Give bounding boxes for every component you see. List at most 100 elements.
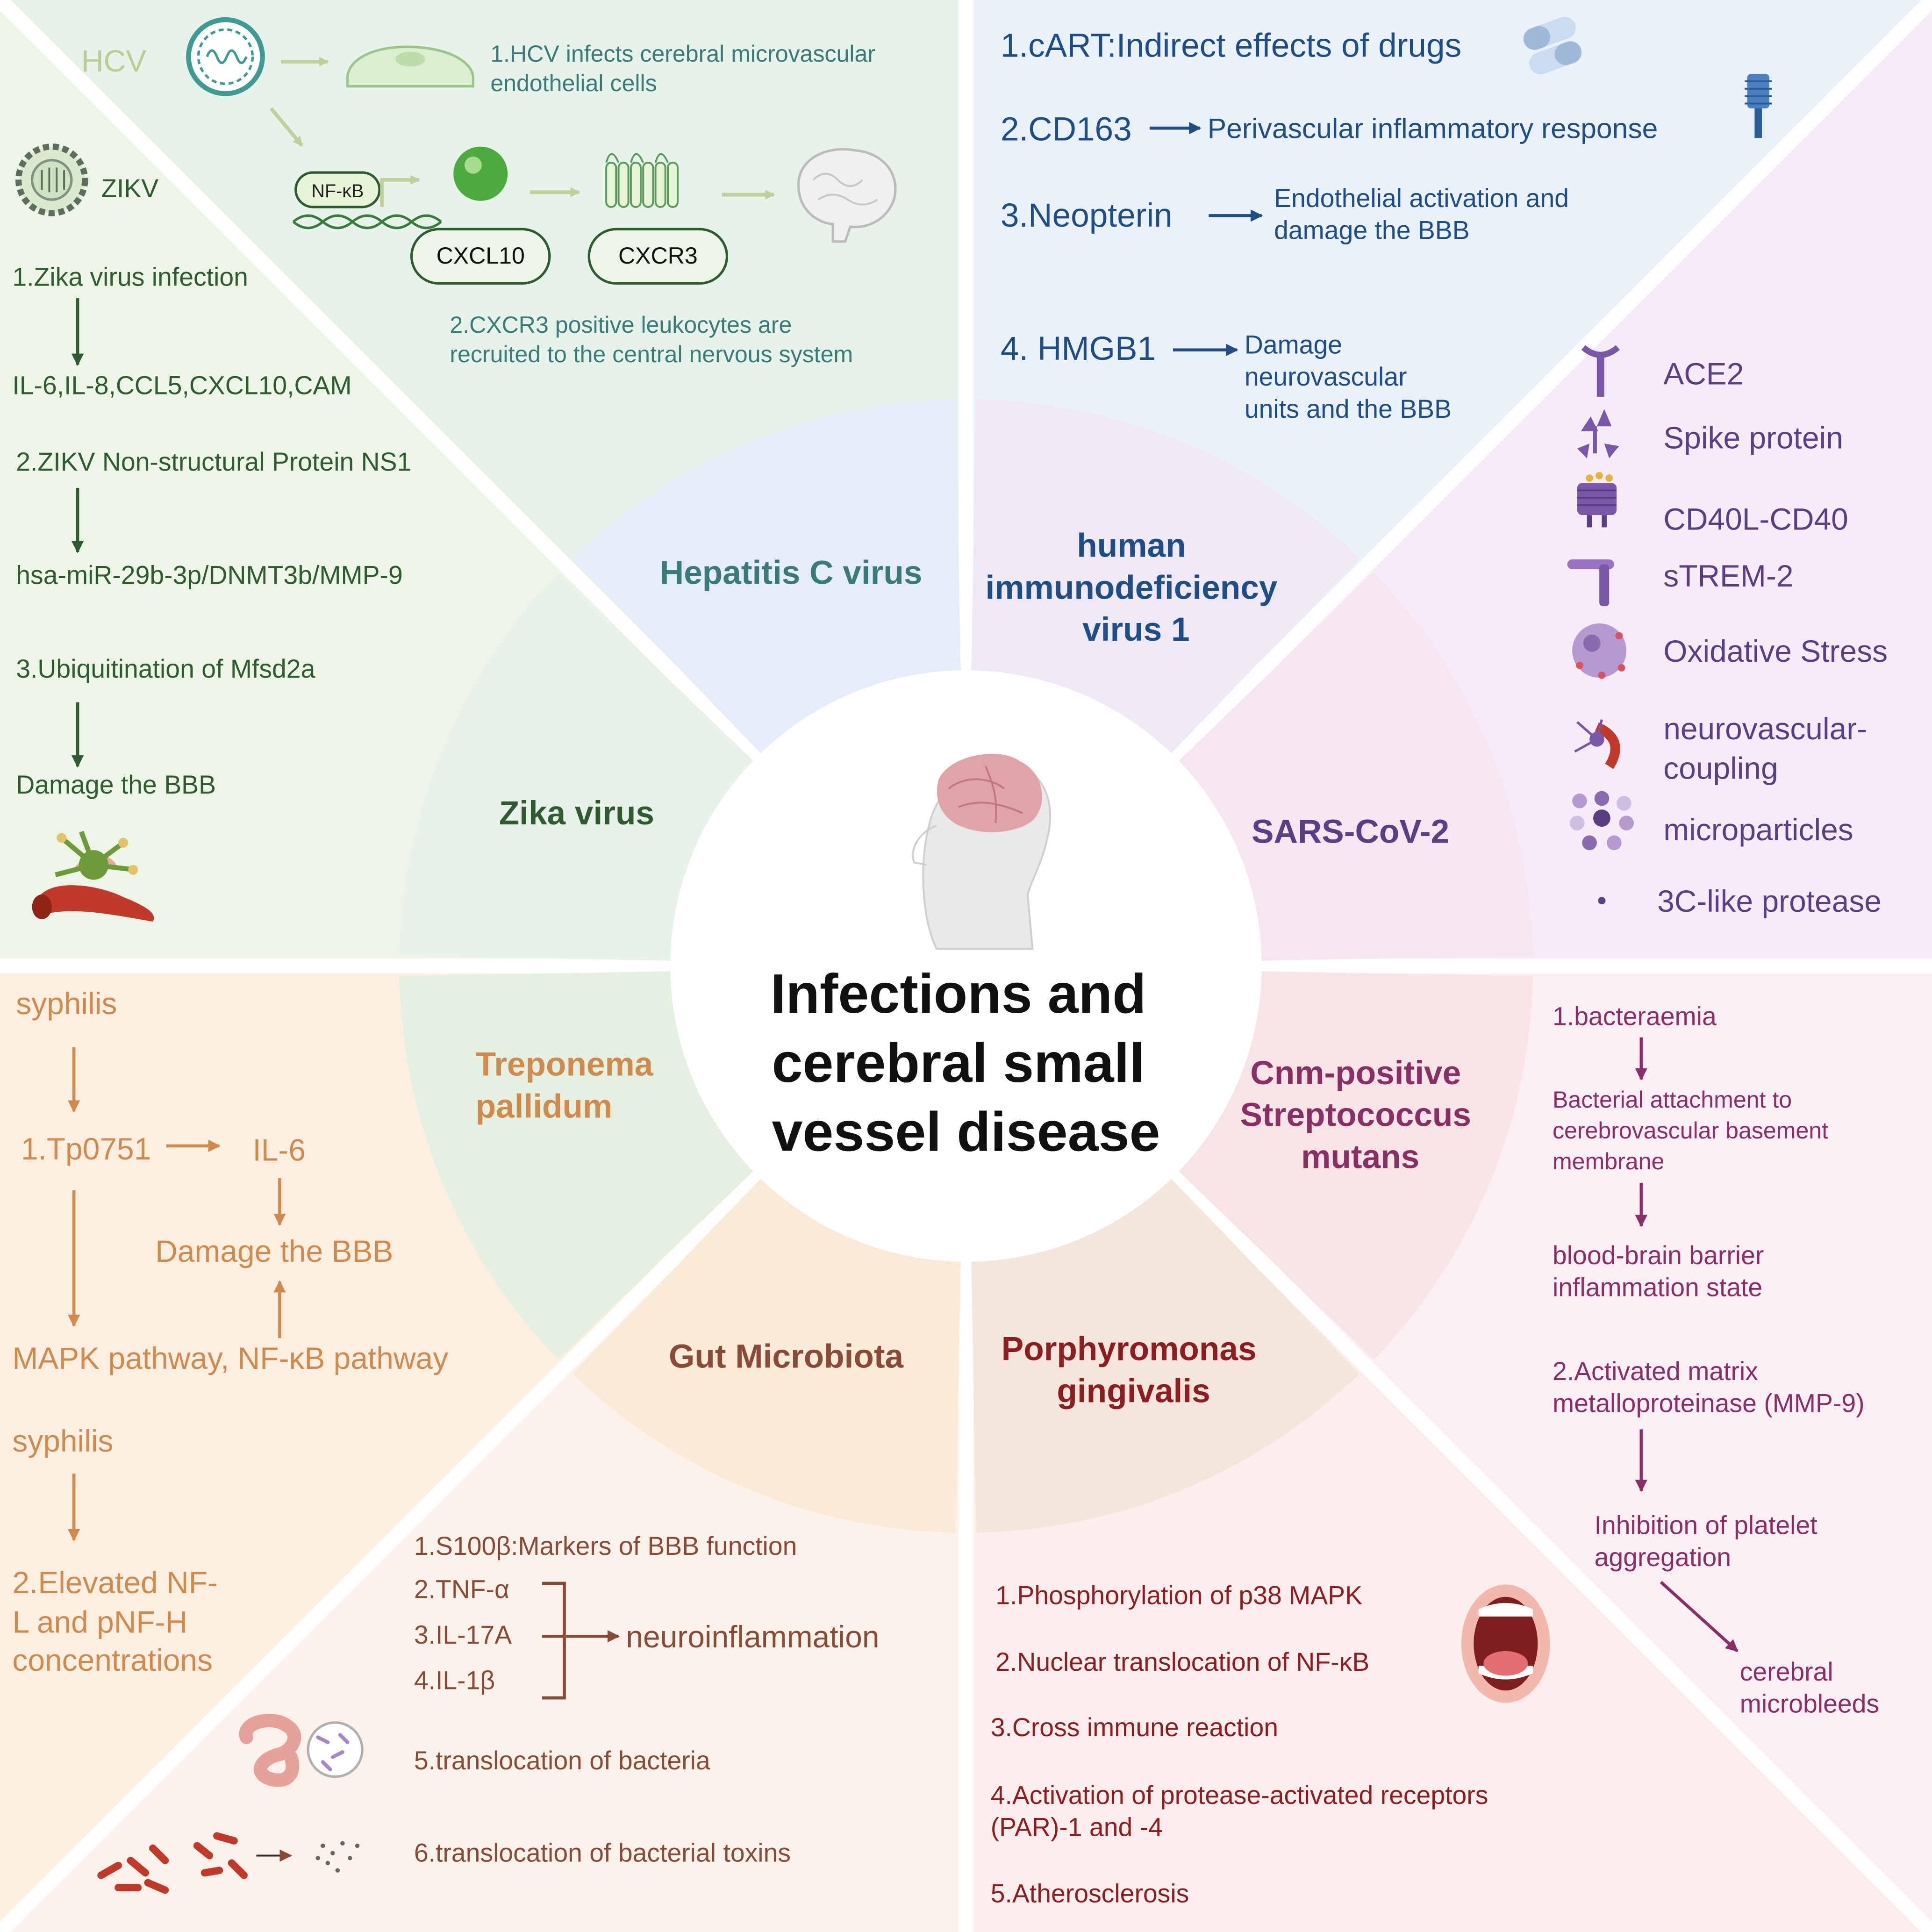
sars-item-microparticles: microparticles — [1663, 812, 1853, 847]
porphyromonas-section: 1.Phosphorylation of p38 MAPK 2.Nuclear … — [991, 1581, 1550, 1908]
bbb-vessel-icon — [32, 830, 154, 922]
gut-neuroinflammation: neuroinflammation — [626, 1619, 879, 1654]
gut-il1b: 4.IL-1β — [414, 1666, 495, 1695]
zikv-step1: 1.Zika virus infection — [12, 263, 248, 292]
strep-section: 1.bacteraemia Bacterial attachment to ce… — [1553, 1002, 1879, 1718]
sars-item-ace2: ACE2 — [1663, 357, 1744, 391]
porph-item3: 3.Cross immune reaction — [991, 1713, 1278, 1742]
zikv-step2: 2.ZIKV Non-structural Protein NS1 — [16, 447, 411, 476]
sars-item-spike: Spike protein — [1663, 421, 1843, 455]
sars-item-strem2: sTREM-2 — [1663, 558, 1793, 593]
sars-item-cd40: CD40L-CD40 — [1663, 502, 1848, 537]
cd163-receptor-icon — [1745, 74, 1772, 138]
strem2-receptor-icon — [1567, 559, 1614, 607]
center-wedges — [399, 399, 1533, 1533]
wedge-zika — [399, 971, 753, 1360]
dna-helix-icon — [292, 214, 442, 229]
porph-item1: 1.Phosphorylation of p38 MAPK — [995, 1581, 1362, 1610]
gut-bacteria: 5.translocation of bacteria — [414, 1746, 710, 1775]
wedge-streptococcus — [1179, 572, 1533, 961]
wedge-gut — [971, 1179, 1360, 1533]
cxcr3-label: CXCR3 — [618, 243, 698, 269]
wedge-label-hiv: human immunodeficiency virus 1 — [986, 528, 1287, 648]
human-head-icon — [912, 754, 1052, 950]
pill-capsules-icon — [1523, 16, 1582, 75]
treponema-pathways: MAPK pathway, NF-κB pathway — [12, 1341, 448, 1375]
hiv-section: 1.cART:Indirect effects of drugs 2.CD163… — [1001, 16, 1772, 423]
strep-bbb: blood-brain barrier inflammation state — [1553, 1241, 1771, 1302]
gut-s100: 1.S100β:Markers of BBB function — [414, 1531, 797, 1560]
bacteria-toxins-icon — [97, 1832, 360, 1894]
cxcl10-badge — [410, 228, 551, 285]
oxidative-stress-cell-icon — [1572, 623, 1627, 679]
endothelial-cell-icon — [346, 45, 475, 88]
strep-inhibit: Inhibition of platelet aggregation — [1595, 1510, 1825, 1572]
hiv-item3: 3.Neopterin — [1001, 197, 1173, 234]
center-title: Infections and cerebral small vessel dis… — [770, 963, 1161, 1163]
porph-item5: 5.Atherosclerosis — [991, 1879, 1189, 1908]
strep-microbleeds: cerebral microbleeds — [1740, 1657, 1879, 1718]
open-mouth-icon — [1461, 1584, 1550, 1703]
sars-item-oxidative: Oxidative Stress — [1663, 634, 1888, 668]
gut-toxins: 6.translocation of bacterial toxins — [414, 1839, 791, 1868]
zikv-virus-icon — [15, 143, 88, 216]
nfkb-badge — [294, 171, 381, 208]
hcv-virus-icon — [186, 17, 265, 96]
wedge-label-gut: Gut Microbiota — [669, 1338, 904, 1375]
wedge-sars — [971, 399, 1360, 753]
hiv-item3-result: Endothelial activation and damage the BB… — [1274, 184, 1576, 245]
strep-step2: 2.Activated matrix metalloproteinase (MM… — [1553, 1357, 1865, 1418]
wedge-label-sars: SARS-CoV-2 — [1252, 813, 1449, 850]
treponema-syphilis-2: syphilis — [12, 1424, 113, 1458]
porph-item2: 2.Nuclear translocation of NF-κB — [995, 1647, 1369, 1676]
hcv-step1: 1.HCV infects cerebral microvascular end… — [490, 41, 882, 96]
neuron-vessel-icon — [1574, 719, 1620, 769]
cxcl10-label: CXCL10 — [436, 243, 525, 269]
brain-gray-icon — [797, 148, 897, 243]
cxcr3-badge — [587, 228, 729, 285]
treponema-tp0751: 1.Tp0751 — [21, 1131, 151, 1166]
center-circle — [670, 670, 1262, 1262]
gut-tnf: 2.TNF-α — [414, 1575, 509, 1604]
zikv-virus-label: ZIKV — [101, 174, 158, 203]
porph-item4: 4.Activation of protease-activated recep… — [991, 1781, 1496, 1842]
gut-il17: 3.IL-17A — [414, 1620, 512, 1649]
wedge-label-streptococcus: Cnm-positive Streptococcus mutans — [1240, 1055, 1481, 1175]
nfkb-label: NF-κB — [311, 181, 364, 201]
bullet-dot-icon — [1598, 897, 1606, 905]
wedge-hiv — [572, 399, 961, 753]
cxcl10-ligand-icon — [453, 146, 508, 201]
spike-protein-icon — [1577, 409, 1619, 458]
sars-section: ACE2 Spike protein CD40L-CD40 sTREM-2 Ox… — [1567, 345, 1888, 918]
hcv-step2: 2.CXCR3 positive leukocytes are recruite… — [450, 312, 853, 367]
zikv-step3: 3.Ubiquitination of Mfsd2a — [16, 654, 315, 683]
hiv-item2: 2.CD163 — [1001, 111, 1132, 148]
wedge-porphyromonas — [1179, 971, 1533, 1360]
zikv-section: ZIKV 1.Zika virus infection IL-6,IL-8,CC… — [12, 143, 411, 922]
wedge-label-porphyromonas: Porphyromonas gingivalis — [1002, 1331, 1266, 1410]
sars-item-3cl: 3C-like protease — [1657, 884, 1882, 918]
wedge-label-hcv: Hepatitis C virus — [660, 555, 923, 592]
wedge-label-zika: Zika virus — [499, 795, 654, 832]
zikv-step1-result: IL-6,IL-8,CCL5,CXCL10,CAM — [12, 371, 351, 400]
wedge-label-treponema: Treponema pallidum — [476, 1046, 662, 1125]
hiv-item4-result: Damage neurovascular units and the BBB — [1245, 330, 1452, 423]
hiv-item4: 4. HMGB1 — [1001, 330, 1156, 367]
strep-step1: 1.bacteraemia — [1553, 1002, 1717, 1031]
strep-attach: Bacterial attachment to cerebrovascular … — [1553, 1087, 1835, 1174]
hiv-item1: 1.cART:Indirect effects of drugs — [1001, 27, 1461, 64]
ace2-receptor-icon — [1581, 345, 1620, 397]
treponema-il6: IL-6 — [252, 1133, 306, 1167]
zikv-step2-result: hsa-miR-29b-3p/DNMT3b/MMP-9 — [16, 561, 403, 590]
hcv-section: HCV 1.HCV infects cerebral microvascular… — [81, 17, 897, 367]
brain-icon — [937, 754, 1042, 832]
treponema-step2: 2.Elevated NF- L and pNF-H concentration… — [12, 1565, 226, 1677]
intestine-bacteria-icon — [239, 1714, 364, 1787]
treponema-syphilis-1: syphilis — [16, 986, 117, 1021]
treponema-damage: Damage the BBB — [155, 1234, 393, 1268]
microparticles-icon — [1569, 791, 1634, 851]
treponema-section: syphilis 1.Tp0751 IL-6 Damage the BBB MA… — [12, 986, 448, 1677]
hcv-virus-label: HCV — [81, 43, 146, 78]
